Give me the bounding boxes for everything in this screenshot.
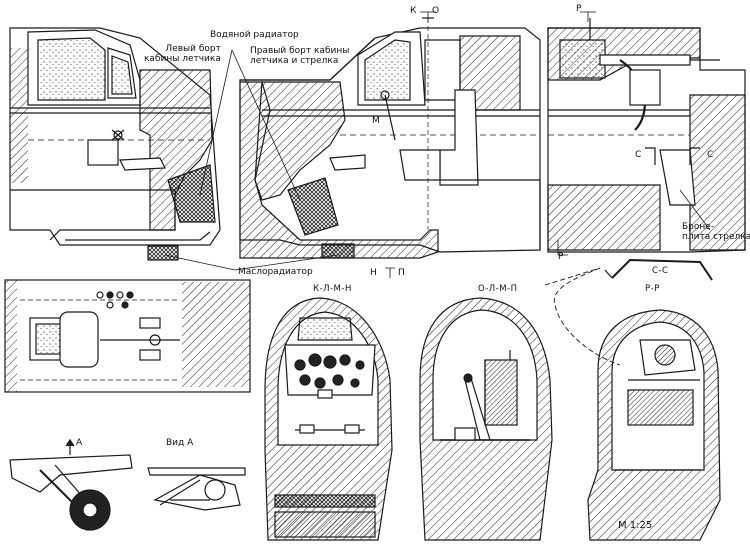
left-side-view xyxy=(9,27,221,261)
label-right-side-cockpit: Правый борт кабины летчика и стрелка xyxy=(250,46,350,66)
label-arrow-a: А xyxy=(76,438,83,448)
section-mark-r-top: Р xyxy=(576,4,582,14)
label-gunner-armor-plate: Броне- плита стрелка xyxy=(682,222,750,242)
section-mark-p: П xyxy=(398,268,405,278)
leader-lines xyxy=(164,11,711,278)
section-title-o: О-Л-М-П xyxy=(478,284,518,294)
section-c-c xyxy=(604,258,713,281)
section-mark-k: К xyxy=(410,6,417,16)
section-o-l-m-p xyxy=(419,297,553,541)
section-title-k: К-Л-М-Н xyxy=(313,284,352,294)
section-title-r: Р-Р xyxy=(645,284,660,294)
section-mark-o: О xyxy=(432,6,440,16)
section-mark-m: М xyxy=(372,116,380,126)
gunner-side-view xyxy=(547,18,746,253)
section-mark-n: Н xyxy=(370,268,377,278)
label-left-side-cockpit: Левый борт кабины летчика xyxy=(144,44,221,64)
section-title-c: С-С xyxy=(652,266,669,276)
label-scale: М 1:25 xyxy=(618,520,653,531)
view-a-drawing xyxy=(147,467,246,511)
section-k-l-m-n xyxy=(264,297,393,541)
section-mark-r-low: Р xyxy=(558,252,564,262)
label-oil-radiator: Маслорадиатор xyxy=(238,267,313,277)
cockpit-plan-view xyxy=(4,279,251,393)
section-mark-c-right: С xyxy=(707,150,714,160)
label-water-radiator: Водяной радиатор xyxy=(210,30,299,40)
landing-gear-view xyxy=(9,438,133,531)
right-side-view xyxy=(239,17,541,259)
section-r-r xyxy=(544,267,721,541)
label-view-a: Вид А xyxy=(166,438,194,448)
section-mark-c-left: С xyxy=(635,150,642,160)
